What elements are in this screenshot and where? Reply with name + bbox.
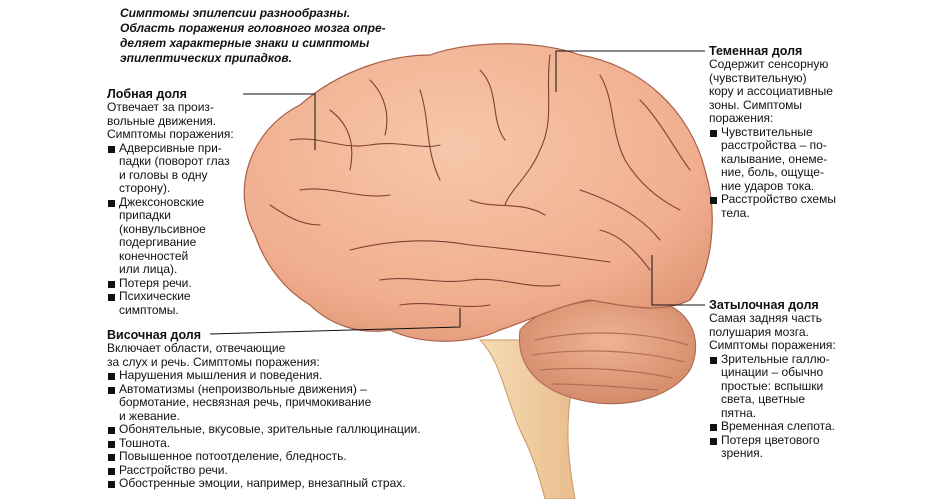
item-line: симптомы. (119, 302, 179, 317)
list-item: Расстройство речи. (107, 462, 447, 478)
list-item: Джексоновские припадки (конвульсивное по… (107, 194, 277, 277)
item-line: пятна. (721, 405, 757, 420)
item-line: припадки (119, 208, 172, 222)
desc-line: Самая задняя часть (709, 311, 823, 325)
frontal-title: Лобная доля (107, 87, 187, 101)
item-line: бормотание, несвязная речь, причмокивани… (119, 395, 372, 409)
temporal-symptom-list: Нарушения мышления и поведения. Автомати… (107, 368, 447, 491)
list-item: Адверсивные при- падки (поворот глаз и г… (107, 140, 277, 196)
list-item: Потеря речи. (107, 275, 277, 291)
cerebrum (243, 43, 713, 342)
item-line: Автоматизмы (непроизвольные движения) – (119, 381, 367, 396)
temporal-desc: Включает области, отвечающие за слух и р… (107, 341, 447, 369)
desc-line: Отвечает за произ- (107, 100, 214, 114)
item-line: зрения. (721, 446, 764, 460)
intro-text: Симптомы эпилепсии разнообразны. Область… (120, 6, 420, 66)
occipital-title: Затылочная доля (709, 298, 819, 312)
list-item: Обостренные эмоции, например, внезапный … (107, 476, 447, 491)
frontal-lobe-block: Лобная доля Отвечает за произ- вольные д… (107, 87, 277, 317)
item-line: (конвульсивное (119, 221, 206, 236)
item-line: тела. (721, 205, 750, 220)
desc-line: зоны. Симптомы (709, 97, 802, 112)
occipital-symptom-list: Зрительные галлю- цинации – обычно прост… (709, 351, 909, 461)
desc-line: Симптомы поражения: (107, 127, 234, 141)
pointer-frontal (243, 93, 316, 150)
list-item: Чувствительные расстройства – по- калыва… (709, 124, 909, 194)
list-item: Расстройство схемы тела. (709, 192, 909, 220)
item-line: ние ударов тока. (721, 178, 815, 193)
temporal-lobe-block: Височная доля Включает области, отвечающ… (107, 328, 447, 491)
list-item: Автоматизмы (непроизвольные движения) – … (107, 381, 447, 424)
item-line: Расстройство схемы (721, 192, 836, 206)
list-item: Зрительные галлю- цинации – обычно прост… (709, 351, 909, 421)
pointer-occipital (651, 255, 705, 306)
intro-line: деляет характерные знаки и симптомы (120, 36, 370, 50)
item-line: Обостренные эмоции, например, внезапный … (119, 476, 406, 490)
intro-line: Симптомы эпилепсии разнообразны. (120, 6, 351, 20)
item-line: ние, боль, ощуще- (721, 165, 824, 179)
occipital-lobe-block: Затылочная доля Самая задняя часть полуш… (709, 298, 909, 461)
item-line: Адверсивные при- (119, 140, 222, 155)
item-line: и жевание. (119, 408, 180, 423)
item-line: сторону). (119, 181, 171, 195)
item-line: и головы в одну (119, 167, 208, 182)
item-line: простые: вспышки (721, 378, 824, 393)
list-item: Нарушения мышления и поведения. (107, 368, 447, 383)
item-line: Повышенное потоотделение, бледность. (119, 449, 347, 463)
list-item: Потеря цветового зрения. (709, 432, 909, 461)
list-item: Повышенное потоотделение, бледность. (107, 449, 447, 464)
item-line: Тошнота. (119, 435, 171, 450)
desc-line: Включает области, отвечающие (107, 341, 286, 355)
occipital-desc: Самая задняя часть полушария мозга. Симп… (709, 311, 909, 353)
temporal-title: Височная доля (107, 328, 202, 342)
list-item: Психические симптомы. (107, 289, 277, 317)
desc-line: (чувствительную) (709, 70, 807, 85)
item-line: калывание, онеме- (721, 151, 828, 166)
item-line: Потеря речи. (119, 275, 192, 290)
item-line: Зрительные галлю- (721, 351, 830, 366)
item-line: падки (поворот глаз (119, 154, 230, 168)
item-line: Джексоновские (119, 194, 205, 209)
item-line: или лица). (119, 262, 178, 276)
pointer-temporal (209, 308, 461, 335)
parietal-lobe-block: Теменная доля Содержит сенсорную (чувств… (709, 44, 909, 220)
desc-line: вольные движения. (107, 113, 217, 128)
desc-line: Содержит сенсорную (709, 57, 829, 71)
desc-line: за слух и речь. Симптомы поражения: (107, 354, 320, 369)
desc-line: кору и ассоциативные (709, 84, 833, 98)
desc-line: поражения: (709, 111, 774, 125)
desc-line: полушария мозга. (709, 324, 809, 339)
parietal-title: Теменная доля (709, 44, 803, 58)
item-line: Нарушения мышления и поведения. (119, 368, 323, 382)
intro-line: Область поражения головного мозга опре- (120, 21, 386, 35)
list-item: Обонятельные, вкусовые, зрительные галлю… (107, 422, 447, 437)
frontal-desc: Отвечает за произ- вольные движения. Сим… (107, 100, 277, 142)
item-line: Расстройство речи. (119, 462, 228, 477)
list-item: Временная слепота. (709, 419, 909, 434)
item-line: цинации – обычно (721, 365, 824, 379)
item-line: подергивание (119, 235, 197, 249)
item-line: Чувствительные (721, 124, 813, 139)
parietal-symptom-list: Чувствительные расстройства – по- калыва… (709, 124, 909, 221)
parietal-desc: Содержит сенсорную (чувствительную) кору… (709, 57, 909, 126)
frontal-symptom-list: Адверсивные при- падки (поворот глаз и г… (107, 140, 277, 318)
desc-line: Симптомы поражения: (709, 338, 836, 352)
item-line: Потеря цветового (721, 432, 820, 447)
item-line: Психические (119, 289, 191, 303)
pointer-parietal (555, 50, 705, 92)
item-line: Временная слепота. (721, 419, 835, 433)
list-item: Тошнота. (107, 435, 447, 451)
item-line: расстройства – по- (721, 138, 827, 152)
intro-line: эпилептических припадков. (120, 51, 292, 65)
item-line: конечностей (119, 248, 189, 263)
item-line: Обонятельные, вкусовые, зрительные галлю… (119, 422, 421, 436)
item-line: света, цветные (721, 392, 806, 406)
